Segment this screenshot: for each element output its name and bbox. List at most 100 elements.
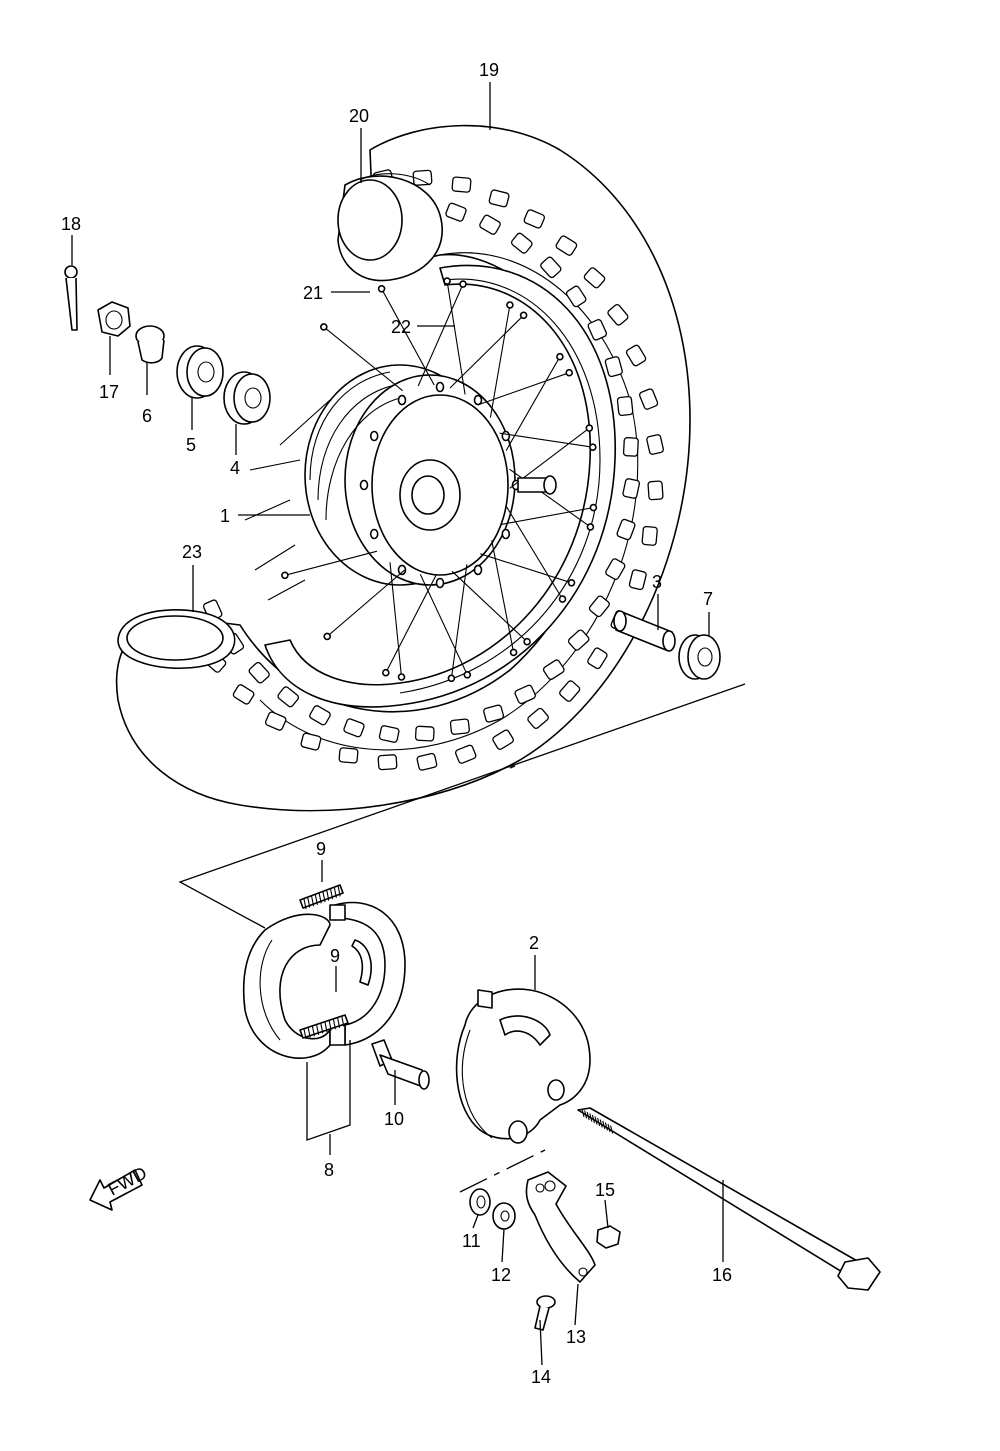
part-label-22: 22 — [391, 317, 411, 337]
tread-lug — [492, 729, 514, 750]
spoke — [449, 314, 524, 389]
part-label-20: 20 — [349, 106, 369, 126]
coil — [341, 1016, 345, 1027]
brake-panel — [455, 988, 591, 1144]
tread-lug — [587, 319, 608, 341]
spoke-nipple — [589, 503, 598, 512]
spoke — [505, 356, 561, 451]
spoke — [381, 288, 435, 386]
spoke-nipple — [567, 578, 576, 587]
tread-lug — [625, 344, 647, 367]
rim-band — [117, 609, 236, 670]
tread-lug — [616, 518, 636, 541]
tread-lug — [377, 754, 398, 771]
spoke-hole — [501, 528, 511, 540]
spoke — [284, 550, 378, 576]
coil — [311, 1026, 315, 1037]
spoke-nipple — [519, 311, 528, 320]
coil — [316, 1024, 320, 1035]
spoke — [323, 326, 403, 392]
coil — [607, 1123, 611, 1133]
coil — [332, 1019, 336, 1030]
spoke-nipple — [509, 648, 518, 657]
part-label-6: 5 — [186, 435, 196, 455]
arm-bolt — [534, 1295, 556, 1331]
coil — [307, 1027, 311, 1038]
tread-lug — [605, 558, 626, 580]
tread-lug — [488, 189, 510, 208]
coil — [307, 897, 311, 908]
axle-nut — [97, 301, 131, 337]
tread-lug — [588, 595, 610, 618]
washer-12 — [492, 1202, 516, 1230]
spoke-nipple — [586, 523, 595, 531]
tread-lug — [587, 647, 608, 670]
bearing-5 — [678, 634, 721, 680]
spoke — [499, 432, 593, 448]
spoke-nipple — [397, 673, 406, 681]
spoke-nipple — [565, 368, 574, 377]
washer-11 — [469, 1188, 491, 1216]
tread-lug — [510, 232, 533, 254]
tread-lug — [343, 718, 365, 738]
spoke — [506, 506, 563, 600]
coil — [581, 1108, 585, 1118]
spoke-nipple — [381, 668, 390, 677]
tread-lug — [604, 356, 623, 378]
hub — [304, 364, 521, 589]
spoke-nipple — [506, 301, 514, 309]
spoke — [267, 579, 306, 601]
part-label-9-lower: 9 — [330, 946, 340, 966]
spoke — [480, 553, 572, 584]
spoke-hole — [359, 479, 369, 491]
tread-lug — [567, 629, 590, 651]
coil — [318, 893, 322, 904]
coil — [328, 1020, 332, 1031]
coil — [591, 1114, 595, 1124]
coil — [311, 896, 315, 907]
spoke — [385, 574, 437, 673]
tread-lug — [628, 569, 647, 591]
tread-lug — [542, 659, 565, 680]
spoke-hole — [501, 430, 511, 442]
leader-lines — [71, 82, 724, 1366]
tread-lug — [646, 434, 664, 455]
coil — [597, 1117, 601, 1127]
valve-stem — [517, 475, 557, 495]
coil — [320, 1023, 324, 1034]
spoke-nipple — [523, 637, 531, 646]
coil — [303, 898, 307, 910]
tread-lug — [414, 725, 435, 742]
coil — [333, 887, 337, 898]
part-label-12: 12 — [491, 1265, 511, 1285]
brake-arm — [525, 1171, 596, 1283]
spoke-nipple — [281, 571, 289, 580]
coil — [322, 891, 326, 903]
spoke — [500, 507, 594, 526]
tread-lug — [412, 169, 433, 186]
tread-lug — [416, 752, 438, 771]
part-label-14: 14 — [531, 1367, 551, 1387]
part-label-17: 17 — [99, 382, 119, 402]
part-label-23: 23 — [182, 542, 202, 562]
brake-cam — [371, 1039, 430, 1090]
tread-lug — [523, 209, 546, 229]
part-label-3: 3 — [652, 572, 662, 592]
part-label-15: 15 — [595, 1180, 615, 1200]
spoke-hole — [397, 394, 407, 406]
brake-shoes — [242, 901, 406, 1059]
coil — [594, 1116, 598, 1125]
tube — [337, 173, 443, 282]
tread-lug — [583, 267, 606, 289]
spoke — [279, 399, 331, 446]
tread-lug — [300, 732, 322, 751]
part-label-10: 10 — [384, 1109, 404, 1129]
fwd-arrow-icon: FWD — [89, 1163, 150, 1211]
spoke-nipple — [459, 280, 467, 288]
tread-lug — [449, 718, 470, 735]
spoke — [389, 562, 403, 678]
tread-lug — [451, 176, 472, 193]
spoke — [244, 499, 291, 521]
spoke-hole — [435, 381, 445, 393]
